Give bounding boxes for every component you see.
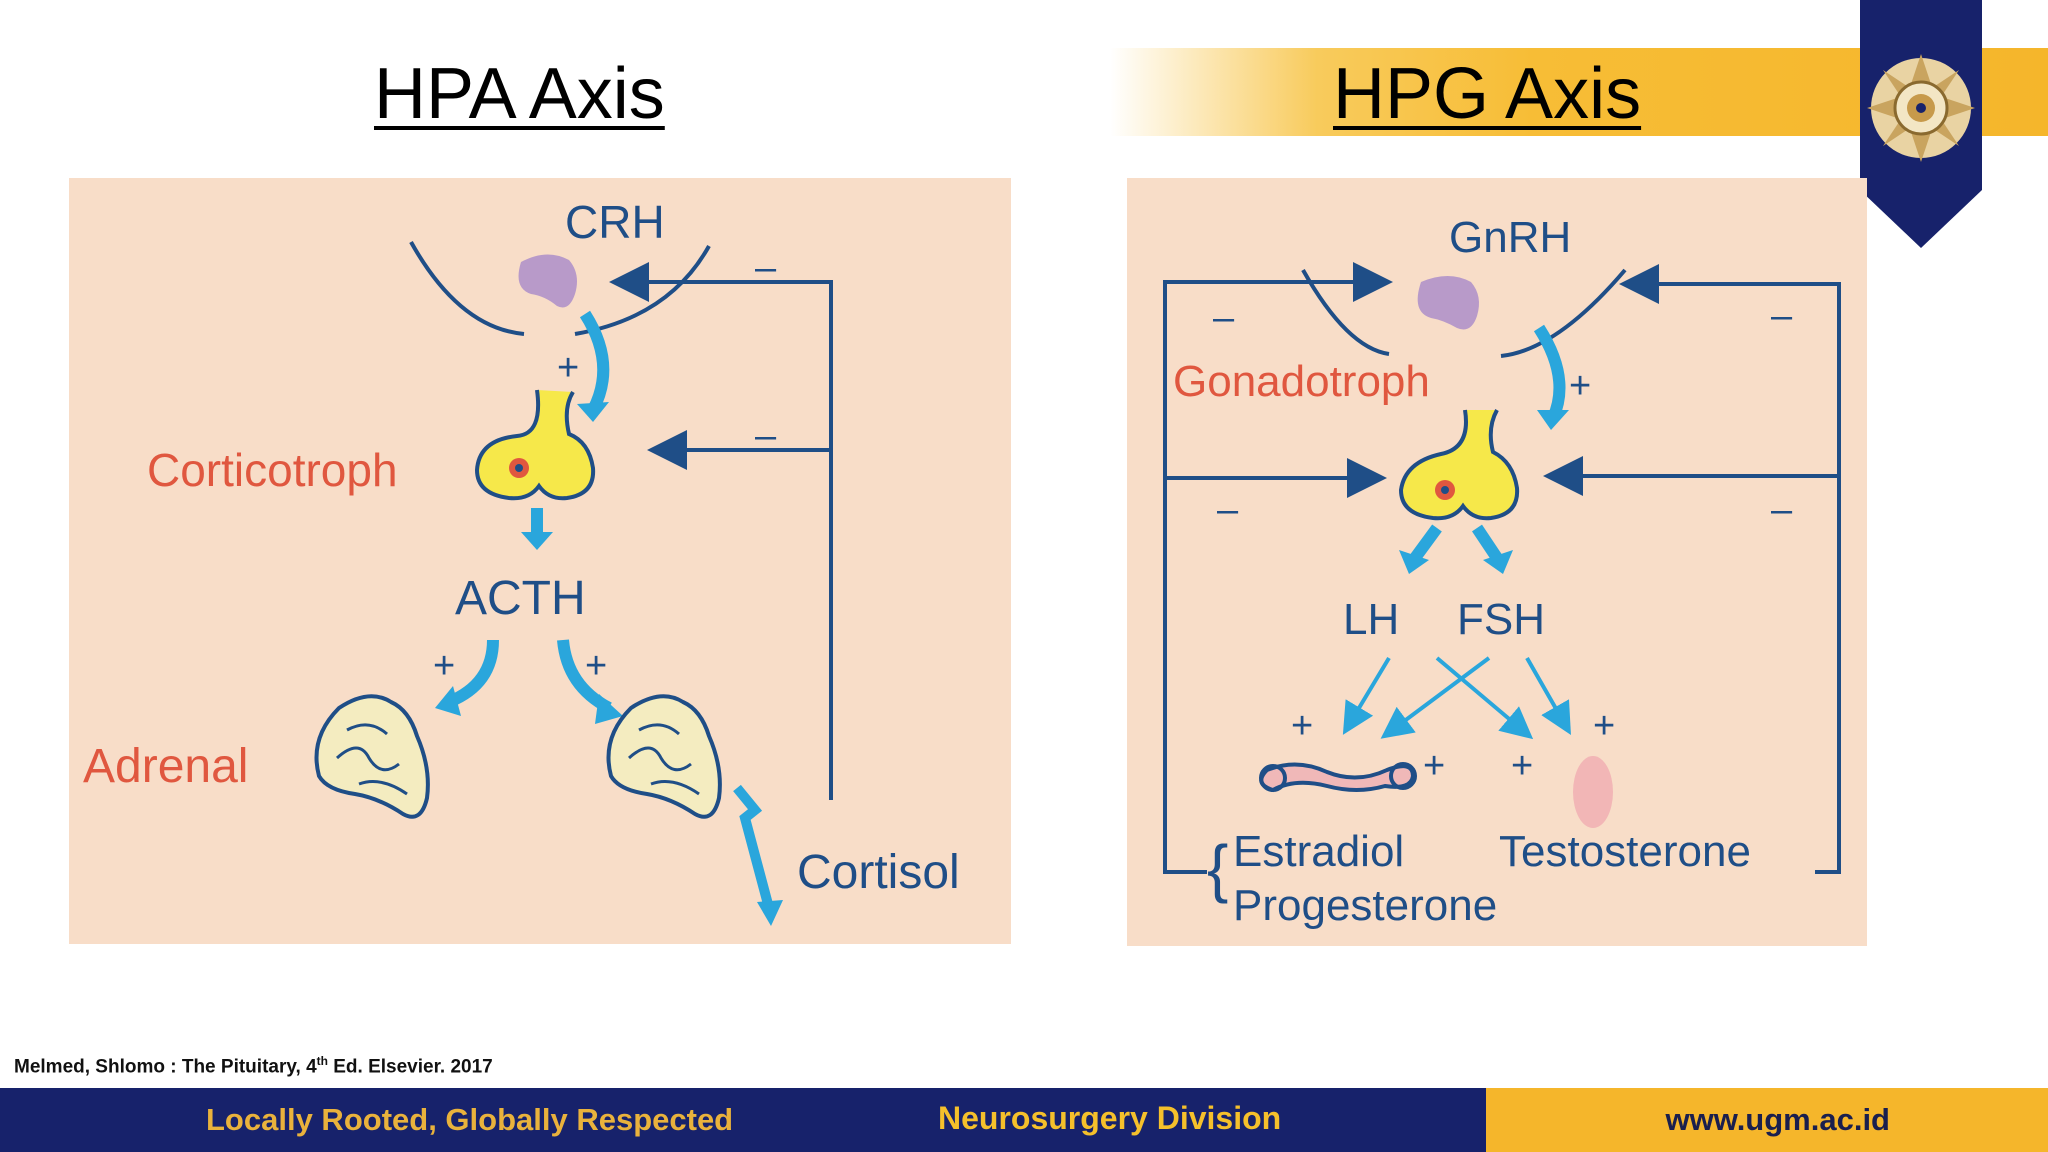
gonadotroph-label: Gonadotroph [1173,357,1430,406]
acth-left-plus: + [433,645,455,687]
testis-shape [1573,756,1613,828]
crh-neuron-blob [518,254,577,308]
cortisol-label: Cortisol [797,846,960,899]
gnrh-to-pituitary-arrow [1533,324,1566,421]
cortisol-output-arrow [733,784,774,910]
testosterone-feedback-hypothalamus [1619,264,1841,874]
hypothalamus-curve-left [409,241,525,336]
fsh-to-ovary-arrow [1380,656,1491,739]
right-pituitary-minus: – [1771,489,1793,531]
crh-label: CRH [565,196,665,248]
right-hypothalamus-minus: – [1771,295,1793,337]
pituitary-to-acth-arrow [521,532,553,550]
footer-division: Neurosurgery Division [938,1100,1282,1136]
hpg-hypothalamus-curve-left [1301,269,1390,356]
lh-to-ovary-arrow [1342,656,1391,735]
footer-url-link[interactable]: www.ugm.ac.id [1665,1102,1891,1137]
testosterone-label: Testosterone [1499,827,1751,876]
gnrh-label: GnRH [1449,213,1571,262]
left-pituitary-minus: – [1217,489,1239,531]
crh-plus-sign: + [557,347,579,389]
ovary-plus-left: + [1291,705,1313,747]
hpa-diagram-panel: CRH + Corticotroph ACTH + + Adrenal [69,178,1011,944]
corticotroph-pituitary [474,389,596,501]
acth-to-left-adrenal-arrow [446,639,499,708]
pituitary-to-fsh-arrow [1472,524,1502,562]
right-adrenal-gland [606,694,722,819]
adrenal-label: Adrenal [83,740,248,793]
footer-navy-section: Locally Rooted, Globally Respected Neuro… [0,1088,1486,1152]
fsh-to-testis-arrow [1525,657,1571,735]
testis-plus-right: + [1593,705,1615,747]
progesterone-label: Progesterone [1233,881,1497,930]
lh-to-testis-arrow [1435,656,1534,740]
ovary-plus-right: + [1423,745,1445,787]
ugm-emblem-icon [1860,0,1982,248]
cortisol-feedback-hypothalamus [609,262,833,800]
hormone-brace: { [1207,832,1228,904]
hpa-diagram: CRH + Corticotroph ACTH + + Adrenal [83,196,960,926]
hpa-axis-title: HPA Axis [374,54,665,134]
crh-to-pituitary-arrow [579,310,610,413]
footer-gold-section [1486,1088,2048,1152]
gonadotroph-pituitary [1398,409,1520,521]
testis-plus-left: + [1511,745,1533,787]
footer-motto: Locally Rooted, Globally Respected [206,1102,734,1137]
lh-label: LH [1343,595,1399,644]
gnrh-neuron-blob [1417,276,1479,330]
pituitary-feedback-minus: – [755,415,777,457]
left-hypothalamus-minus: – [1213,297,1235,339]
pituitary-to-lh-arrow [1410,524,1442,562]
footer-bar: Locally Rooted, Globally Respected Neuro… [0,1088,2048,1152]
acth-label: ACTH [455,572,586,625]
corticotroph-label: Corticotroph [147,444,398,496]
hpg-diagram: GnRH + Gonadotroph LH FSH + + + + [1163,213,1841,930]
hpg-hypothalamus-curve-right [1500,268,1627,358]
hpg-axis-title: HPG Axis [1333,54,1642,134]
left-adrenal-gland [314,694,430,819]
citation-text: Melmed, Shlomo : The Pituitary, 4th Ed. … [14,1054,493,1078]
fsh-label: FSH [1457,595,1545,644]
acth-right-plus: + [585,645,607,687]
hypothalamus-feedback-minus: – [755,247,777,289]
hpg-diagram-panel: GnRH + Gonadotroph LH FSH + + + + [1127,178,1867,946]
gnrh-plus-sign: + [1569,365,1591,407]
ovary-uterus-shape [1259,762,1417,793]
estrogen-feedback-hypothalamus [1163,262,1393,874]
estradiol-label: Estradiol [1233,827,1404,876]
